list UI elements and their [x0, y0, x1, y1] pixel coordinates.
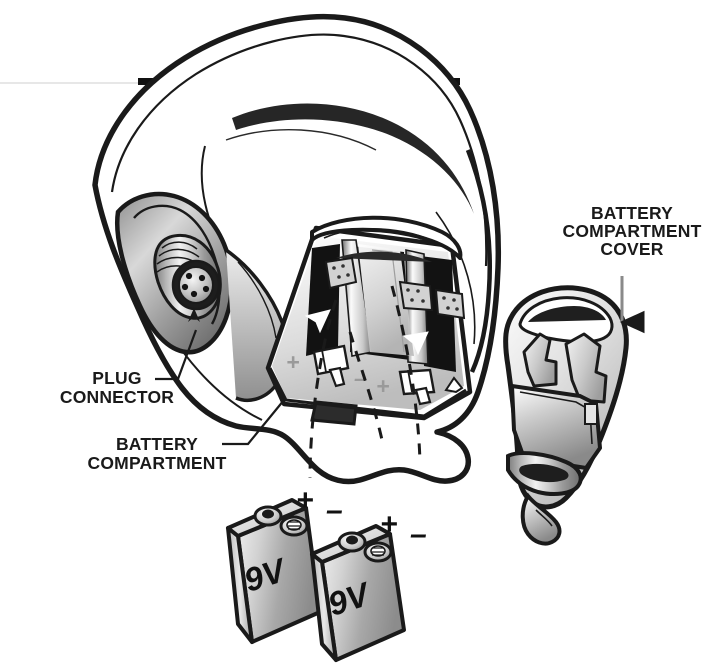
connector-pin: [190, 290, 198, 298]
connector-pin: [198, 274, 206, 282]
plug-label-line-2: CONNECTOR: [60, 387, 174, 407]
insertion-path-lines: [308, 285, 422, 479]
callout-battery-compartment-cover: BATTERY COMPARTMENT COVER: [563, 203, 702, 334]
cover-latch-hole: [519, 463, 569, 483]
battery-left-minus: –: [326, 494, 343, 527]
cover-label-line-3: COVER: [600, 239, 663, 259]
compartment-spine-line: [371, 249, 405, 353]
contact-clip-right: [398, 368, 436, 406]
compartment-label-line-1: BATTERY: [116, 434, 198, 454]
insertion-path-mid: [348, 331, 384, 441]
cover-prong-left: [522, 332, 558, 388]
compartment-label-line-2: COMPARTMENT: [88, 453, 227, 473]
connector-pin: [185, 272, 193, 280]
cover-recess-shadow: [528, 306, 606, 322]
housing-inner-contour: [110, 33, 488, 267]
compartment-leader-line: [222, 399, 285, 446]
housing-shadow-sweep: [232, 103, 474, 214]
connector-pin: [202, 285, 210, 293]
callout-plug-connector: PLUG CONNECTOR: [60, 329, 198, 407]
slot-left-plus: +: [286, 349, 299, 375]
compartment-spine: [358, 244, 414, 356]
insertion-path-right: [390, 285, 422, 463]
cover-latch-foot-line: [535, 509, 553, 527]
connector-flank-highlight: [237, 261, 277, 339]
housing-shoulder-arc-2: [435, 211, 476, 345]
cover-prong-right: [564, 332, 608, 404]
housing-right-contour: [465, 149, 492, 373]
plug-label-line-1: PLUG: [92, 368, 141, 388]
insertion-arrow-right: [402, 331, 429, 356]
compartment-rim: [310, 215, 463, 260]
cover-label-line-1: BATTERY: [591, 203, 673, 223]
compartment-notch: [444, 376, 464, 394]
battery-right-plus: +: [380, 508, 398, 541]
compartment-rim-inner: [323, 228, 441, 245]
cover-plate-slot: [584, 403, 598, 425]
battery-left-terminals: [253, 505, 309, 537]
contact-clip-left: [312, 344, 350, 388]
slot-right-plus: +: [376, 373, 389, 399]
compartment-lower-lip: [268, 367, 467, 418]
insertion-arrow-left: [304, 309, 331, 334]
callout-battery-compartment: BATTERY COMPARTMENT: [88, 399, 285, 473]
battery-left-plus: +: [296, 484, 314, 517]
plug-connector-assembly: [115, 191, 289, 403]
cover-plate-bevel: [519, 391, 593, 445]
connector-pin-face: [171, 259, 221, 311]
connector-orientation-arrow: [188, 308, 200, 322]
terminal-pad: [398, 280, 434, 312]
battery-compartment-cover: [503, 285, 629, 546]
battery-right-minus: –: [410, 518, 427, 551]
connector-pin: [181, 283, 189, 291]
housing-hairline-sweep: [225, 129, 377, 151]
insertion-path-left: [308, 299, 338, 479]
cover-latch-foot: [520, 492, 562, 546]
cover-label-line-2: COMPARTMENT: [563, 221, 702, 241]
cover-inner-plate: [510, 384, 602, 470]
battery-right-terminals: [337, 531, 393, 563]
plug-leader-line: [155, 329, 198, 381]
terminal-pad: [434, 288, 466, 320]
battery-right: 9V: [310, 524, 406, 662]
compartment-rim-shadow: [336, 251, 432, 262]
terminal-pads: [324, 256, 466, 320]
terminal-pad: [324, 256, 358, 290]
